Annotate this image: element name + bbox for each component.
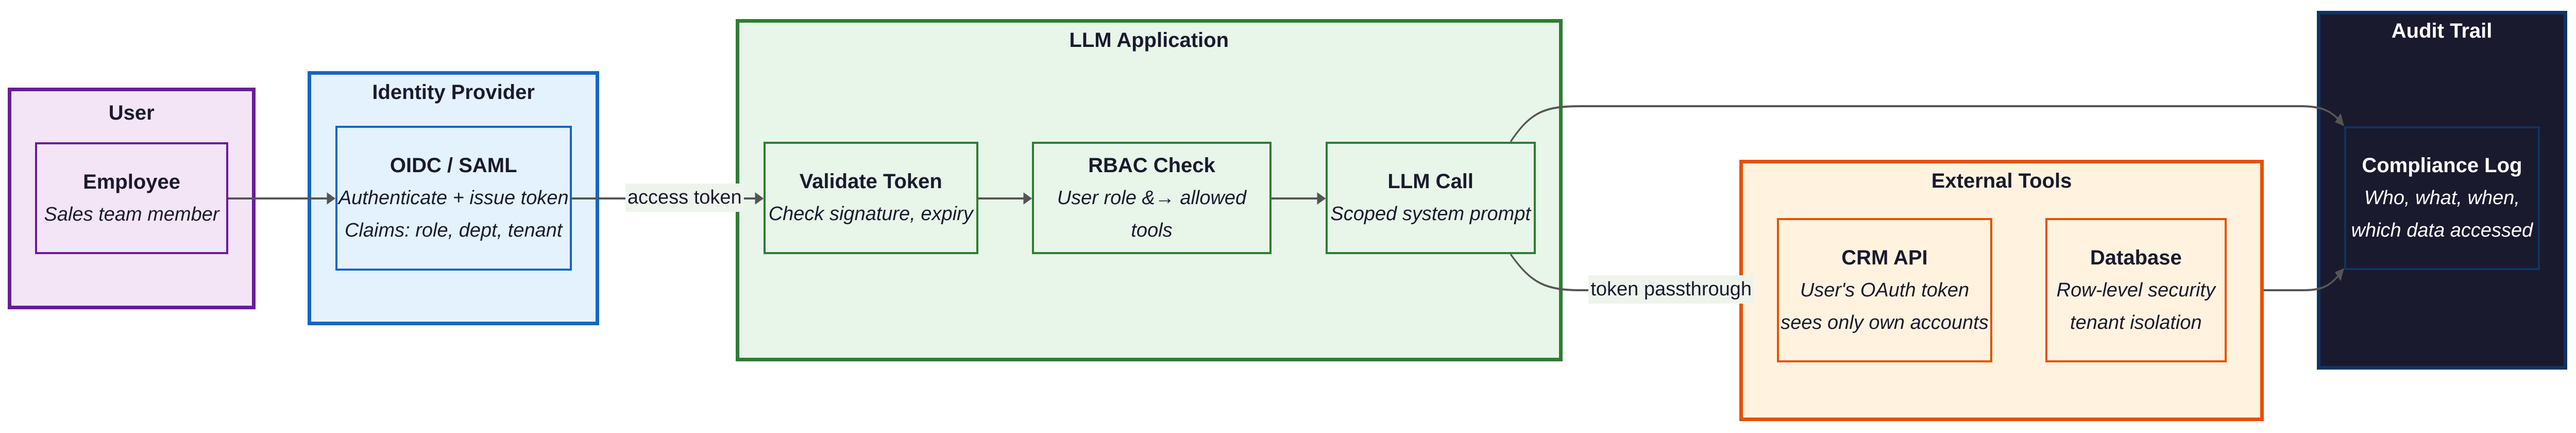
- node-subtitle: Row-level security: [2056, 279, 2215, 301]
- node-title: Compliance Log: [2362, 154, 2522, 177]
- node-subtitle: tenant isolation: [2070, 311, 2202, 334]
- node-title: Validate Token: [799, 170, 942, 193]
- node-database[interactable]: Database Row-level security tenant isola…: [2045, 218, 2227, 362]
- edge-database-to-compliance: [2263, 268, 2344, 291]
- node-oidc-saml[interactable]: OIDC / SAML Authenticate + issue token C…: [335, 126, 572, 271]
- node-title: RBAC Check: [1088, 154, 1215, 177]
- group-title: User: [108, 102, 155, 124]
- node-compliance-log[interactable]: Compliance Log Who, what, when, which da…: [2344, 126, 2540, 270]
- edge-llm-call-to-external-tools: [1510, 253, 1740, 296]
- group-title: Audit Trail: [2391, 20, 2493, 42]
- node-subtitle: Sales team member: [44, 203, 219, 225]
- group-title: External Tools: [1931, 170, 2072, 192]
- node-title: OIDC / SAML: [389, 154, 517, 177]
- node-title: Database: [2090, 246, 2182, 269]
- node-subtitle: User's OAuth token: [1800, 279, 1970, 301]
- edge-llm-call-to-compliance: [1510, 105, 2344, 143]
- node-title: LLM Call: [1387, 170, 1474, 193]
- node-subtitle: User role &→ allowed tools: [1057, 187, 1247, 241]
- node-subtitle: Scoped system prompt: [1330, 203, 1531, 225]
- node-rbac-check[interactable]: RBAC Check User role &→ allowed tools: [1031, 142, 1272, 254]
- node-title: CRM API: [1841, 246, 1928, 269]
- node-subtitle: Check signature, expiry: [768, 203, 973, 225]
- group-title: LLM Application: [1069, 29, 1229, 52]
- node-title: Employee: [83, 170, 181, 193]
- node-employee[interactable]: Employee Sales team member: [35, 142, 229, 254]
- node-validate-token[interactable]: Validate Token Check signature, expiry: [763, 142, 978, 254]
- node-llm-call[interactable]: LLM Call Scoped system prompt: [1325, 142, 1536, 254]
- edge-label-access-token: access token: [625, 184, 744, 212]
- node-crm-api[interactable]: CRM API User's OAuth token sees only own…: [1777, 218, 1992, 362]
- node-subtitle: which data accessed: [2351, 220, 2533, 241]
- node-subtitle: Claims: role, dept, tenant: [344, 220, 563, 241]
- node-subtitle: Authenticate + issue token: [338, 187, 569, 209]
- group-title: Identity Provider: [372, 81, 535, 104]
- node-subtitle: sees only own accounts: [1781, 311, 1989, 334]
- node-subtitle: Who, what, when,: [2364, 187, 2520, 209]
- edge-label-token-passthrough: token passthrough: [1588, 275, 1754, 304]
